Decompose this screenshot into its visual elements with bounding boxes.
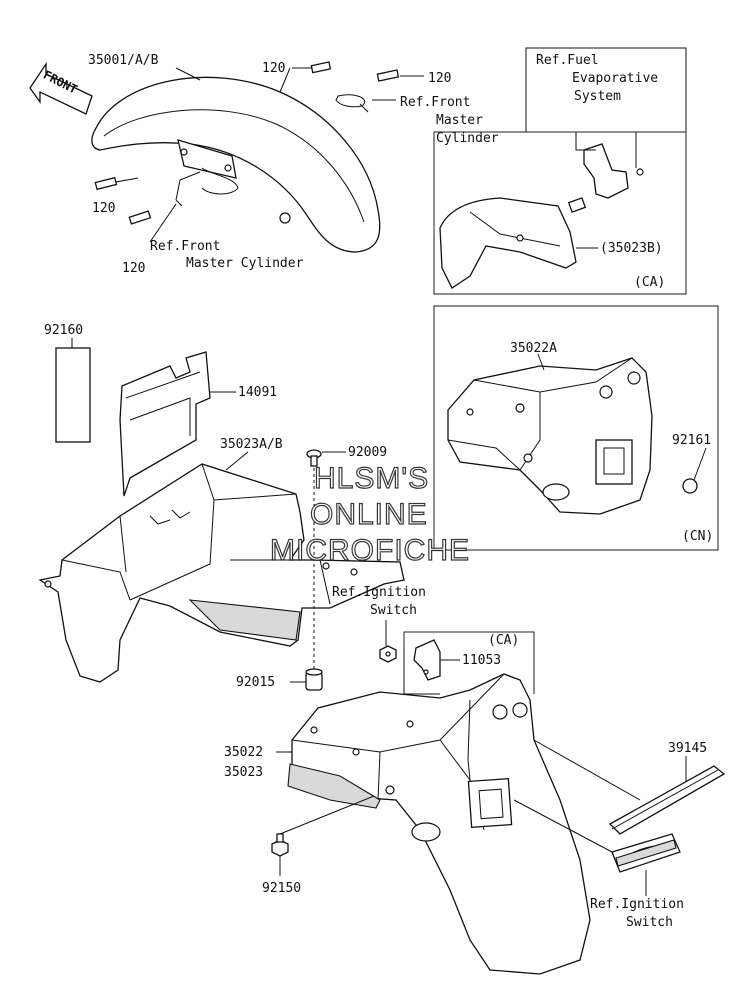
ref-front-master-cyl-bot-1: Ref.Front [150, 239, 220, 254]
ca-inset-mid [403, 631, 535, 694]
label-120-top-left: 120 [262, 61, 285, 76]
label-35001: 35001/A/B [88, 53, 159, 68]
fender-tail-inset-top [439, 197, 577, 289]
ref-ign-mid-1: Ref.Ignition [332, 585, 426, 600]
label-ca-mid: (CA) [488, 633, 519, 648]
ref-front-master-cyl-top-2: Master [436, 113, 483, 128]
rear-fender-35022 [287, 673, 591, 975]
ref-front-master-cyl-bot-2: Master Cylinder [186, 256, 304, 271]
bolt-120-top-right [376, 69, 424, 82]
label-92009: 92009 [348, 445, 387, 460]
ref-fuel-3: System [574, 89, 621, 104]
label-11053: 11053 [462, 653, 501, 668]
bolt-120-left-b [128, 210, 152, 225]
label-39145: 39145 [668, 741, 707, 756]
screw-92009 [306, 449, 322, 467]
label-ca-top: (CA) [634, 275, 665, 290]
cap-92161 [682, 478, 698, 494]
label-35022: 35022 [224, 745, 263, 760]
rear-fender-inset-cn [447, 357, 653, 515]
cn-inset [433, 305, 719, 551]
label-92015: 92015 [236, 675, 275, 690]
label-120-top-right: 120 [428, 71, 451, 86]
bracket-11053 [413, 639, 441, 681]
battery-cover-14091 [119, 351, 211, 497]
watermark-line-1: HLSM'S [314, 462, 429, 495]
label-92160: 92160 [44, 323, 83, 338]
ref-ign-mid-2: Switch [370, 603, 417, 618]
watermark: HLSM'S ONLINE MICROFICHE [269, 461, 470, 567]
label-120-left-b: 120 [122, 261, 145, 276]
front-arrow: FRONT [29, 61, 93, 115]
ref-ign-bot-1: Ref.Ignition [590, 897, 684, 912]
sticker-92160 [55, 347, 91, 443]
label-35022a: 35022A [510, 341, 557, 356]
nut-ignition [379, 645, 397, 663]
label-14091: 14091 [238, 385, 277, 400]
strip-39145 [608, 765, 726, 835]
bolt-92150 [271, 833, 289, 857]
bolt-120-left-a [94, 176, 139, 191]
ca-bracket-top [567, 143, 644, 213]
label-35023ab: 35023A/B [220, 437, 283, 452]
ca-inset-top [433, 131, 687, 295]
label-120-left-a: 120 [92, 201, 115, 216]
bolt-120-top-left [292, 61, 332, 74]
watermark-line-2: ONLINE [310, 498, 428, 531]
label-92161: 92161 [672, 433, 711, 448]
ref-fuel-1: Ref.Fuel [536, 53, 599, 68]
ref-front-master-cyl-top-3: Cylinder [436, 131, 499, 146]
label-35023: 35023 [224, 765, 263, 780]
battery-case-35023ab [38, 463, 405, 683]
ref-ign-bot-2: Switch [626, 915, 673, 930]
ref-fuel-2: Evaporative [572, 71, 658, 86]
label-cn: (CN) [682, 529, 713, 544]
label-35023b: (35023B) [600, 241, 663, 256]
license-light [611, 833, 681, 873]
hose-clamp-top [335, 94, 396, 113]
label-92150: 92150 [262, 881, 301, 896]
ref-front-master-cyl-top-1: Ref.Front [400, 95, 470, 110]
front-fender [91, 76, 381, 253]
watermark-line-3: MICROFICHE [270, 534, 470, 567]
collar-92015 [305, 668, 323, 691]
